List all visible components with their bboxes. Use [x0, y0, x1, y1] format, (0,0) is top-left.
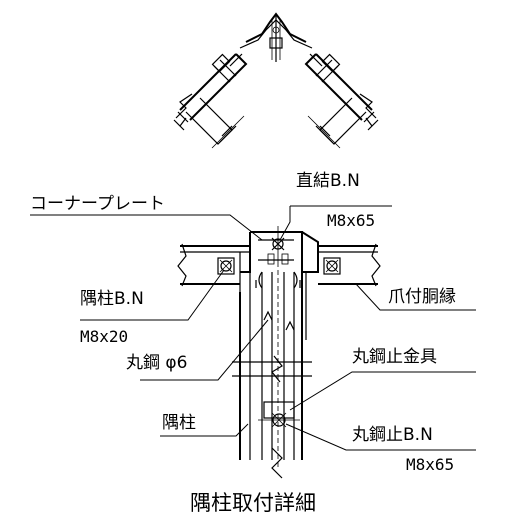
- corner-plan-view: [173, 12, 379, 149]
- corner-post-label: 隅柱: [162, 413, 196, 433]
- claw-girt-label: 爪付胴縁: [388, 287, 456, 307]
- corner-post-bolt-circle: [220, 260, 232, 272]
- leader-lines: [30, 205, 476, 451]
- corner-post-bolt-label: 隅柱B.N: [80, 289, 144, 309]
- corner-plate-shape: [250, 231, 319, 273]
- round-steel-stopper-bolt-label: 丸鋼止B.N: [352, 425, 433, 445]
- round-steel-stopper-bolt-size-label: M8x65: [406, 455, 454, 474]
- corner-post-bolt-size-label: M8x20: [80, 327, 128, 346]
- direct-bolt-size-label: M8x65: [327, 211, 375, 230]
- round-steel-label: 丸鋼 φ6: [126, 353, 187, 373]
- elevation-view: [177, 226, 381, 479]
- direct-bolt-label: 直結B.N: [296, 171, 360, 191]
- drawing-title: 隅柱取付詳細: [190, 491, 316, 515]
- corner-plate-label: コーナープレート: [30, 194, 165, 214]
- round-steel-stopper-label: 丸鋼止金具: [352, 347, 437, 367]
